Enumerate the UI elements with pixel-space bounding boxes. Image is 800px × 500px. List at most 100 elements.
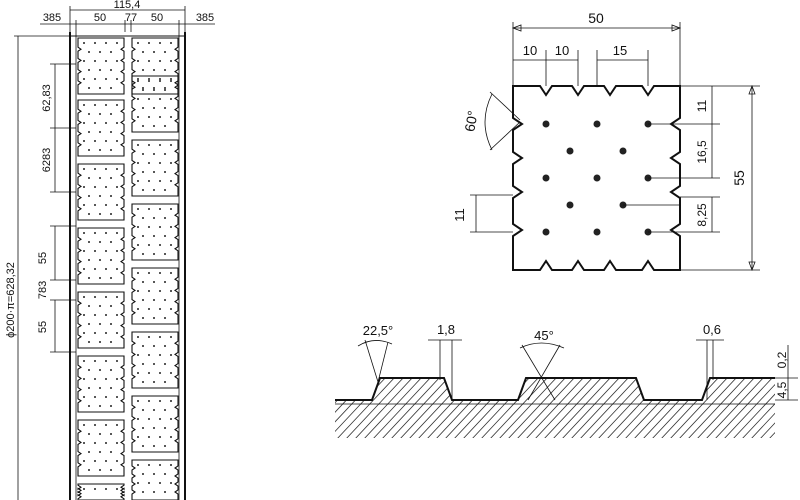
strip-dot (142, 363, 144, 365)
profile-section: 22,5° 1,8 45° 0,6 0,2 4,5 (335, 322, 798, 438)
strip-dot (137, 464, 139, 466)
hatch-line (362, 378, 424, 438)
strip-dot (99, 177, 101, 179)
strip-pitch-1: 62,83 (41, 84, 53, 112)
strip-dot (94, 360, 96, 362)
strip-dot (83, 268, 85, 270)
strip-dot (105, 332, 107, 334)
strip-dot (116, 42, 118, 44)
strip-dot (116, 424, 118, 426)
strip-dot (170, 272, 172, 274)
strip-dot (148, 98, 150, 100)
developed-strip: 115,4 385 50 77 50 385 62,83 6283 55 783… (5, 0, 215, 500)
strip-dot (116, 140, 118, 142)
strip-dot (153, 427, 155, 429)
strip-dot (110, 341, 112, 343)
strip-block (77, 99, 125, 157)
strip-dot (99, 87, 101, 89)
strip-dot (164, 171, 166, 173)
strip-dot (142, 381, 144, 383)
profile-angle-2: 45° (534, 328, 554, 343)
strip-dot (99, 51, 101, 53)
strip-dot (105, 250, 107, 252)
strip-dot (170, 308, 172, 310)
strip-dot (116, 378, 118, 380)
plate-right-dim-1: 11 (695, 99, 709, 112)
strip-dot (105, 424, 107, 426)
strip-dot (99, 387, 101, 389)
strip-dot (142, 189, 144, 191)
strip-dot (88, 87, 90, 89)
strip-dot (170, 400, 172, 402)
strip-dot (83, 122, 85, 124)
hatch-line (479, 378, 541, 438)
strip-dot (99, 277, 101, 279)
strip-dot (170, 336, 172, 338)
strip-dot (148, 482, 150, 484)
strip-dot (105, 42, 107, 44)
plate-right-dim-2: 16,5 (695, 140, 709, 164)
strip-dot (142, 409, 144, 411)
plate-dot (566, 201, 574, 209)
plate-seg-1: 10 (523, 43, 537, 58)
strip-dot (153, 445, 155, 447)
strip-dot (153, 491, 155, 493)
strip-dot (164, 445, 166, 447)
strip-dot (116, 396, 118, 398)
strip-dot (110, 213, 112, 215)
strip-dot (170, 180, 172, 182)
strip-pitch-2: 6283 (41, 148, 53, 172)
strip-dot (110, 241, 112, 243)
strip-dot (105, 232, 107, 234)
strip-dot (116, 268, 118, 270)
profile-outline (335, 377, 775, 401)
strip-dot (83, 104, 85, 106)
strip-dot (148, 60, 150, 62)
hatch-line (569, 378, 631, 438)
strip-dot (153, 317, 155, 319)
hatch-line (335, 378, 370, 438)
strip-dot (153, 51, 155, 53)
strip-dot (142, 153, 144, 155)
strip-block (77, 483, 125, 500)
strip-dot (164, 409, 166, 411)
strip-dot (142, 235, 144, 237)
strip-dot (164, 89, 166, 91)
strip-dot (159, 372, 161, 374)
strip-dot (94, 42, 96, 44)
strip-block (131, 203, 179, 261)
strip-dot (83, 314, 85, 316)
strip-dot (99, 451, 101, 453)
strip-dot (116, 60, 118, 62)
strip-dot (164, 51, 166, 53)
strip-dot (159, 336, 161, 338)
hatch-line (470, 378, 532, 438)
strip-dot (99, 131, 101, 133)
strip-dot (148, 400, 150, 402)
strip-dot (170, 78, 172, 80)
strip-dot (105, 122, 107, 124)
strip-dot (105, 140, 107, 142)
strip-dot (99, 405, 101, 407)
hatch-line (596, 378, 658, 438)
hatch-pattern (335, 378, 775, 438)
strip-dot (170, 144, 172, 146)
strip-dot (159, 272, 161, 274)
strip-dot (116, 168, 118, 170)
plate-dots (542, 120, 652, 236)
plate-seg-3: 15 (613, 43, 627, 58)
strip-dot (159, 482, 161, 484)
strip-dot (164, 363, 166, 365)
strip-dot (105, 460, 107, 462)
strip-dot (94, 488, 96, 490)
strip-dot (137, 354, 139, 356)
strip-dot (142, 253, 144, 255)
strip-dot (153, 217, 155, 219)
strip-dot (153, 107, 155, 109)
strip-dot (83, 488, 85, 490)
strip-dot (88, 387, 90, 389)
strip-block-height-1: 55 (37, 252, 49, 264)
strip-dot (83, 360, 85, 362)
strip-dot (159, 42, 161, 44)
strip-dot (83, 186, 85, 188)
